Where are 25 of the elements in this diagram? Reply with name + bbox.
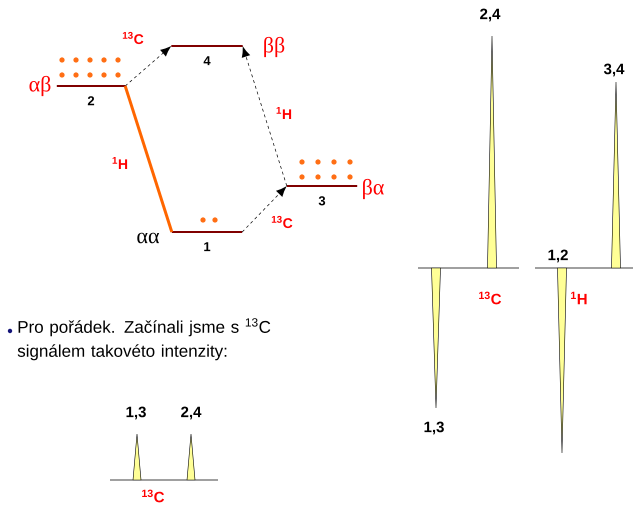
energy-level: 4 xyxy=(171,45,243,66)
spin-state-label: ββ xyxy=(264,36,284,58)
peak-label: 1,3 xyxy=(126,406,146,420)
nucleus-label: $^{1}$H xyxy=(571,292,587,304)
peak-label: 2,4 xyxy=(480,8,500,22)
spin-state-label: αα xyxy=(137,232,160,244)
arrow xyxy=(242,46,288,186)
energy-level: 3 xyxy=(286,185,358,206)
energy-level: 2 xyxy=(56,85,126,106)
edge-label: $^{13}$C xyxy=(122,32,144,44)
arrow xyxy=(242,186,286,232)
arrow xyxy=(124,46,171,86)
spin-state-label: αβ xyxy=(29,76,50,96)
nucleus-label: $^{13}$C xyxy=(479,292,502,304)
spin-state-label: βα xyxy=(363,178,384,200)
peak-label: 2,4 xyxy=(181,406,202,420)
edge-label: $^{13}$C xyxy=(272,216,292,228)
edge-label: $^{1}$H xyxy=(276,107,292,119)
peak-label: 1,3 xyxy=(424,422,444,434)
nucleus-label: $^{13}$C xyxy=(142,490,164,502)
peak-label: 3,4 xyxy=(604,64,624,76)
edge-label: $^{1}$H xyxy=(112,157,128,169)
energy-level: 1 xyxy=(172,231,242,252)
peak-label: 1,2 xyxy=(548,250,568,262)
bullet-text: Pro pořádek. Začínali jsme s $^{13}$C signálem takovéto intenzity: xyxy=(18,318,270,360)
